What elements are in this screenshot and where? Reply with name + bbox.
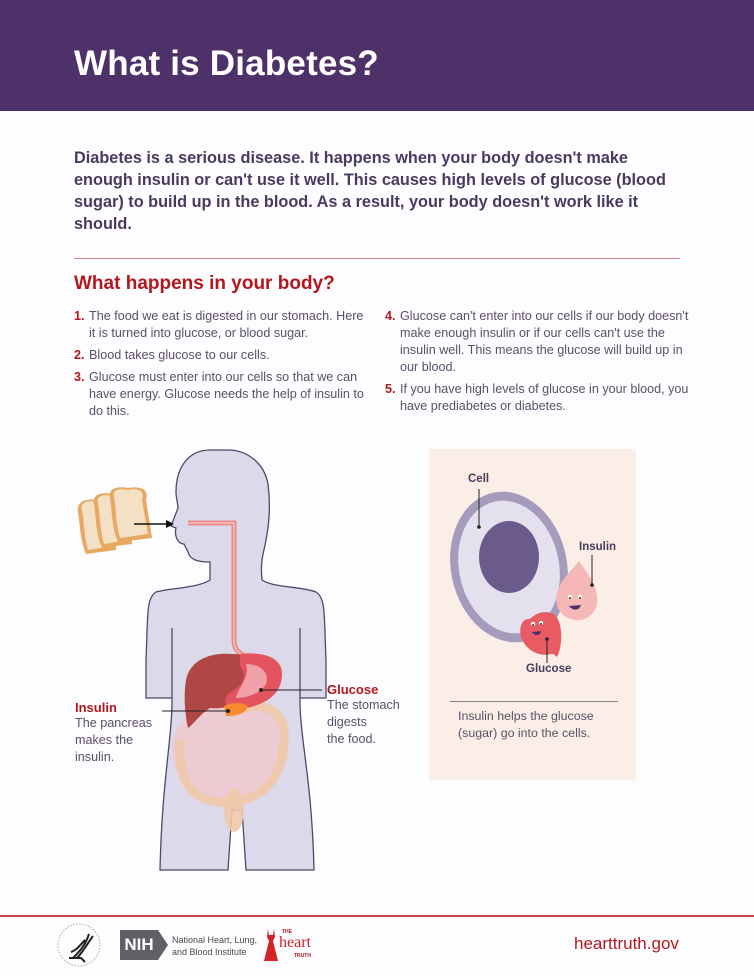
insulin-callout: Insulin The pancreas makes the insulin.	[75, 700, 195, 766]
heart-truth-word: heart	[279, 934, 311, 951]
glucose-caption: the food.	[327, 732, 377, 746]
step-text: If you have high levels of glucose in yo…	[400, 382, 689, 413]
heart-truth-logo: THE heart TRUTH	[263, 928, 323, 964]
cell-illustration	[450, 489, 598, 663]
step-item: 1. The food we eat is digested in our sto…	[74, 308, 369, 342]
step-item: 5. If you have high levels of glucose in …	[385, 381, 690, 415]
steps-list-left: 1. The food we eat is digested in our sto…	[74, 308, 369, 425]
hhs-logo-icon	[57, 923, 101, 967]
step-number: 5.	[385, 382, 396, 396]
arrow-icon	[166, 520, 174, 528]
insulin-character	[556, 561, 598, 621]
step-text: Glucose can't enter into our cells if ou…	[400, 309, 689, 374]
nhlbi-line: and Blood Institute	[172, 947, 247, 957]
insulin-caption: makes the	[75, 733, 134, 747]
glucose-label: Glucose	[327, 682, 379, 697]
cell-label: Cell	[468, 473, 490, 485]
intestines	[172, 700, 288, 800]
divider	[74, 258, 680, 259]
cell-caption: Insulin helps the glucose (sugar) go int…	[458, 709, 594, 740]
insulin-caption: insulin.	[75, 750, 115, 764]
pancreas	[224, 703, 248, 716]
glucose-callout: Glucose The stomach digests the food.	[327, 682, 427, 748]
page-title: What is Diabetes?	[74, 44, 379, 83]
insulin-caption: The pancreas	[75, 716, 153, 730]
step-text: Glucose must enter into our cells so tha…	[89, 370, 364, 418]
nih-logo: NIH	[120, 930, 158, 960]
intro-paragraph: Diabetes is a serious disease. It happen…	[74, 149, 666, 233]
liver	[184, 653, 257, 728]
step-text: The food we eat is digested in our stoma…	[89, 309, 364, 340]
page-header: What is Diabetes?	[0, 0, 754, 111]
glucose-caption: digests	[327, 715, 367, 729]
divider	[450, 701, 618, 702]
cell-diagram-panel: Cell Insulin Glucose Insulin helps the g…	[429, 449, 636, 780]
step-item: 3. Glucose must enter into our cells so t…	[74, 369, 369, 420]
insulin-label: Insulin	[75, 700, 117, 715]
steps-list-right: 4. Glucose can't enter into our cells if …	[385, 308, 690, 420]
red-dress-icon	[264, 929, 278, 961]
footer-divider	[0, 915, 754, 917]
bread-icon	[77, 487, 152, 554]
insulin-cell-label: Insulin	[579, 541, 617, 553]
glucose-cell-label: Glucose	[526, 663, 572, 675]
step-number: 2.	[74, 348, 85, 362]
footer-logos: NIH National Heart, Lung, and Blood Inst…	[55, 922, 335, 968]
step-number: 3.	[74, 370, 85, 384]
step-item: 2. Blood takes glucose to our cells.	[74, 347, 369, 364]
section-title: What happens in your body?	[74, 273, 335, 294]
nih-chevron-icon	[158, 930, 168, 960]
nhlbi-line: National Heart, Lung,	[172, 935, 258, 945]
glucose-caption: The stomach	[327, 698, 400, 712]
website-link[interactable]: hearttruth.gov	[574, 934, 679, 953]
heart-truth-truth: TRUTH	[294, 953, 311, 959]
step-text: Blood takes glucose to our cells.	[89, 348, 270, 362]
step-number: 1.	[74, 309, 85, 323]
nhlbi-name: National Heart, Lung, and Blood Institut…	[172, 934, 272, 958]
step-number: 4.	[385, 309, 396, 323]
heart-truth-the: THE	[282, 929, 292, 935]
step-item: 4. Glucose can't enter into our cells if …	[385, 308, 690, 376]
body-digestion-illustration	[77, 449, 327, 871]
